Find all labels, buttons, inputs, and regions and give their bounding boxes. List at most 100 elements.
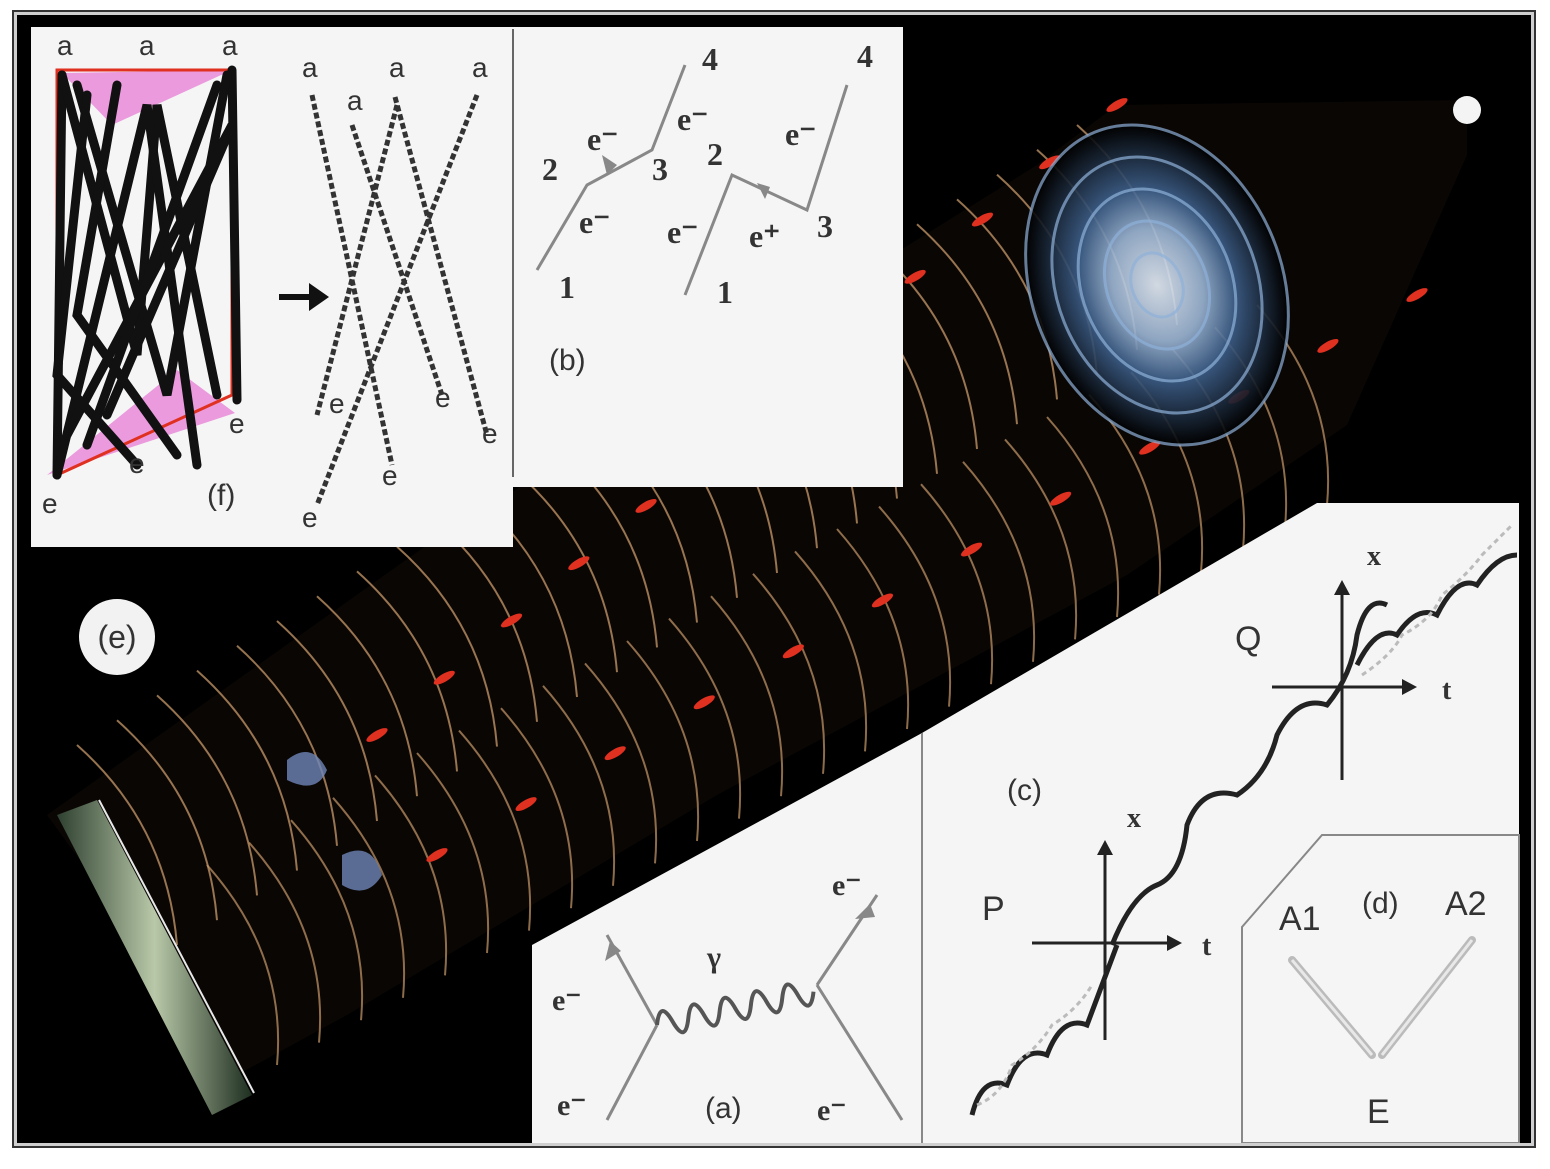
event-p-label: P [982,890,1005,928]
panel-c-worldline [969,552,1518,1116]
node-a: a [472,52,488,83]
galaxy-rings [1024,123,1290,447]
particle-dash [568,556,590,571]
particle-dash [693,695,715,710]
particle-dash [871,593,894,608]
wave-arc [248,841,322,1043]
node-a: a [302,52,318,83]
particle-dash [635,498,657,513]
label-a: (a) [705,1092,742,1125]
node-e: e [302,502,318,533]
label-b: (b) [549,344,586,377]
electron-label: e⁻ [677,101,708,137]
particle-dash [971,212,994,227]
vertex-1: 1 [559,269,575,305]
wave-arc [794,550,868,752]
axis-x-label: x [1367,541,1381,572]
particle-dash [1317,338,1339,353]
particle-dash [433,670,455,685]
vertex-4: 4 [702,41,718,77]
wave-arc [878,505,952,707]
wave-arc [920,483,994,685]
wave-arc [116,719,218,921]
node-a2-label: A2 [1445,885,1487,923]
panel-d [1241,834,1520,1143]
vertex-2: 2 [707,136,723,172]
electron-label: e⁻ [832,869,861,902]
panel-b-lines [535,64,849,296]
wave-arc [1046,416,1120,618]
label-f: (f) [207,479,235,512]
node-e: e [42,488,58,519]
label-c: (c) [1007,774,1042,807]
panel-f-right-lines [309,94,490,506]
blob-shape [342,850,382,891]
vertex-2: 2 [542,151,558,187]
node-e: e [129,448,145,479]
wave-arc [196,669,298,871]
node-e-label: E [1367,1093,1390,1131]
wave-arc [1004,438,1078,640]
wave-arc [500,707,574,909]
wave-arc [668,617,742,819]
axis-t-label: t [1202,931,1212,962]
vertex-3: 3 [817,208,833,244]
blob-shape [287,752,327,786]
axis-t-label: t [1442,675,1452,706]
wave-arc [396,545,498,747]
electron-label: e⁻ [557,1089,586,1122]
wave-arc [584,662,658,864]
event-q-label: Q [1235,620,1261,658]
detector-screen [57,800,252,1115]
node-a1-label: A1 [1279,900,1321,938]
electron-label: e⁻ [785,116,816,152]
particle-dash [960,542,983,557]
node-a: a [139,30,155,61]
galaxy-image [1025,125,1289,445]
node-a: a [222,30,238,61]
wave-arc [516,471,618,673]
node-e: e [329,388,345,419]
electron-label: e⁻ [667,214,698,250]
wave-arc [156,694,258,896]
wave-arc [356,570,458,772]
node-e: e [382,460,398,491]
panel-a [532,733,922,1143]
wave-arc [458,729,532,931]
wave-arc [276,620,378,822]
light-source-dot [1453,96,1481,124]
axis-x-label: x [1127,803,1141,834]
galaxy-ring [1129,251,1185,319]
wave-arc [752,573,826,774]
label-e-circle [79,599,155,675]
wave-arc [542,685,616,886]
particle-dash [604,746,626,761]
wave-arc [916,223,1018,425]
electron-label: e⁻ [552,984,581,1017]
node-e: e [229,408,245,439]
electron-label: e⁻ [817,1094,846,1127]
particle-dash [1106,98,1128,112]
particle-dash [426,848,448,862]
particle-dash [782,644,804,659]
composite-diagram: (e) a a a e e e (f) a a a [31,27,1520,1143]
node-a: a [57,30,73,61]
galaxy-ring [1050,155,1264,415]
wave-arc [374,774,448,976]
particle-dash [500,613,523,628]
wave-arc [626,640,700,842]
particle-dash [1406,288,1428,302]
node-e: e [482,418,498,449]
galaxy-ring [1102,219,1212,351]
electron-label: e⁻ [579,204,610,240]
wave-arc [316,595,418,797]
wave-arc [416,752,490,954]
wave-arc [236,645,338,846]
galaxy-ring [1076,187,1238,383]
wave-arc [836,528,910,730]
particle-dash [904,269,926,284]
electron-label: e⁻ [587,121,618,157]
wave-arc [962,461,1036,662]
galaxy-ring [1024,123,1290,447]
node-e: e [435,382,451,413]
